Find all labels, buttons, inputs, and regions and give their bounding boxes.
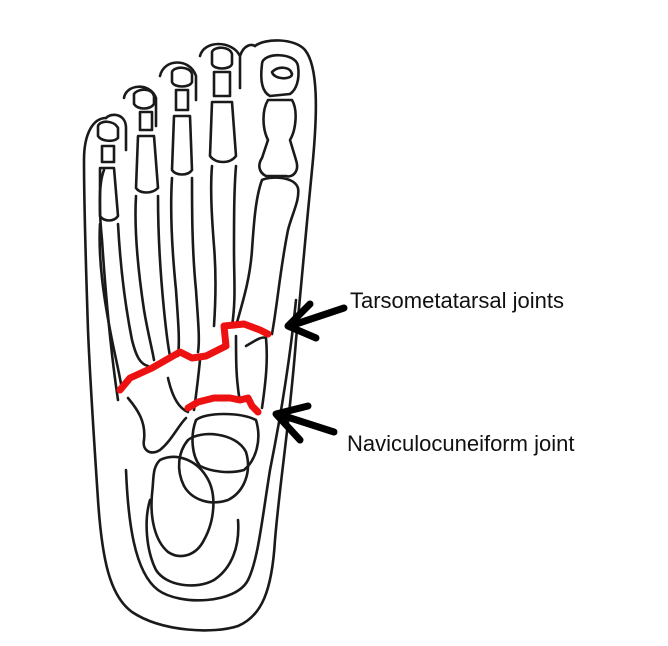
toe4-phalanges [134, 110, 160, 194]
toe5-phalanges [98, 144, 120, 222]
toe3-phalanges [170, 88, 194, 176]
toe-outline-3 [122, 85, 158, 128]
toe4-tip [132, 88, 156, 110]
toe-outline-4 [158, 61, 198, 102]
talus [177, 432, 250, 504]
fourth-metatarsal [134, 194, 172, 362]
navicular [191, 412, 260, 474]
cuboid [126, 376, 190, 454]
tarsometatarsal-label: Tarsometatarsal joints [350, 288, 564, 313]
toe-outline-5 [198, 42, 257, 90]
toe5-tip [96, 120, 120, 143]
tarsometatarsal-arrow [284, 300, 348, 342]
toe-outline-2 [104, 113, 128, 152]
second-metatarsal [209, 164, 238, 328]
third-metatarsal [169, 176, 201, 358]
hallux-proximal-phalanx [258, 98, 299, 178]
foot-outline [82, 39, 318, 632]
calcaneus [150, 455, 215, 558]
toe3-tip [170, 66, 194, 88]
first-metatarsal [234, 176, 300, 336]
naviculocuneiform-label: Naviculocuneiform joint [347, 431, 575, 456]
hallux-distal-phalanx [259, 53, 300, 98]
tarsometatarsal-joint-line [116, 320, 272, 394]
naviculocuneiform-arrow [272, 402, 338, 444]
toe2-phalanges [208, 70, 238, 164]
fifth-metatarsal [98, 222, 150, 392]
naviculocuneiform-joint-line [184, 394, 262, 416]
calcaneus-body [145, 498, 240, 587]
hallux-nail [270, 66, 294, 80]
toe2-tip [210, 46, 234, 70]
